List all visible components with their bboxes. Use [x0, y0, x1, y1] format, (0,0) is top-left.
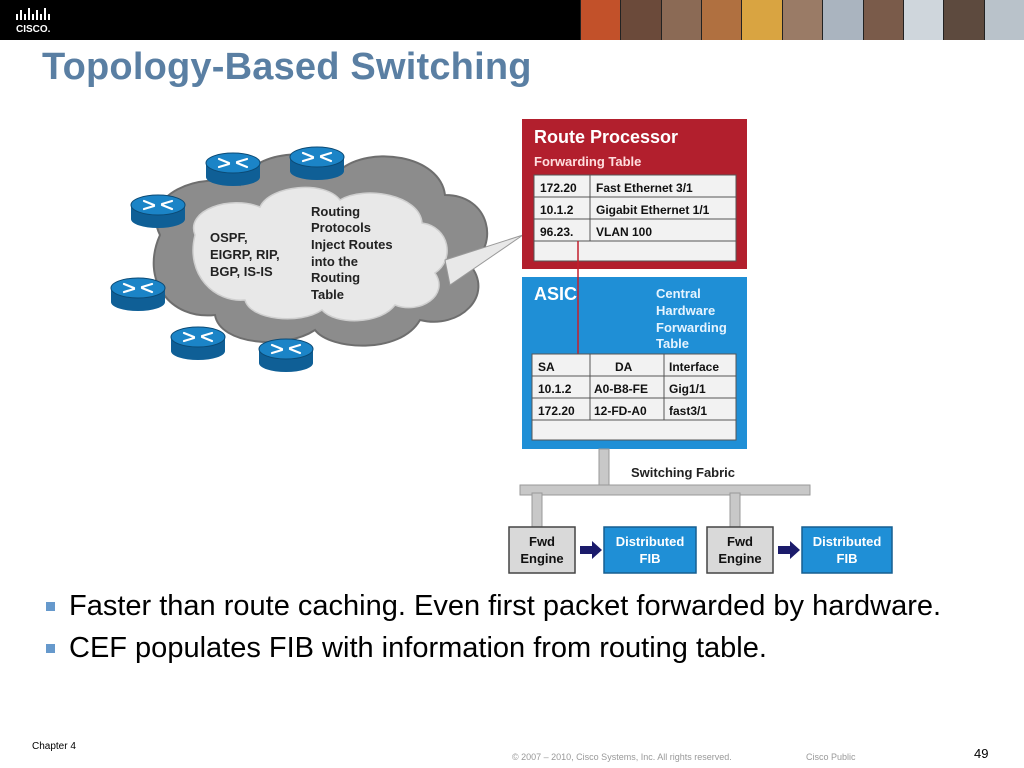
fwd-table-cell: 96.23. [540, 225, 573, 239]
photo-tile [983, 0, 1024, 40]
asic-title: ASIC [534, 284, 577, 304]
asic-table-cell: 172.20 [538, 404, 575, 418]
cloud-protocol-line: EIGRP, RIP, [210, 247, 280, 262]
cloud-note-line: Protocols [311, 220, 371, 235]
photo-tile [862, 0, 903, 40]
photo-tile [781, 0, 823, 40]
photo-strip [580, 0, 1024, 40]
asic-caption-line: Central [656, 286, 701, 301]
cloud-note-line: into the [311, 254, 358, 269]
distributed-fib-box: Distributed FIB [801, 526, 893, 574]
asic-table-header: Interface [669, 360, 719, 374]
bullet-text: Faster than route caching. Even first pa… [69, 590, 942, 622]
asic-table-header: SA [538, 360, 555, 374]
header-bar: CISCO. [0, 0, 1024, 40]
fwd-table-cell: 172.20 [540, 181, 577, 195]
footer-copyright: © 2007 – 2010, Cisco Systems, Inc. All r… [512, 752, 732, 762]
fwd-engine-box: Fwd Engine [706, 526, 774, 574]
cisco-logo-icon: CISCO. [16, 8, 51, 34]
photo-tile [620, 0, 661, 40]
photo-tile [701, 0, 742, 40]
distributed-fib-label: Distributed [813, 534, 882, 549]
switching-fabric [519, 448, 811, 528]
router-icon [110, 277, 166, 311]
cloud-note-line: Routing [311, 204, 360, 219]
distributed-fib-box: Distributed FIB [603, 526, 697, 574]
cloud-note-line: Table [311, 287, 344, 302]
cloud-protocol-line: OSPF, [210, 230, 248, 245]
cloud-note: Routing Protocols Inject Routes into the… [311, 204, 396, 302]
fwd-engine-label: Engine [718, 551, 761, 566]
photo-tile [822, 0, 863, 40]
router-icon [289, 146, 345, 180]
asic-table-cell: A0-B8-FE [594, 382, 648, 396]
bullet-square-icon [46, 644, 55, 653]
topology-diagram: OSPF, EIGRP, RIP, BGP, IS-IS Routing Pro… [110, 119, 893, 574]
bullet-list: Faster than route caching. Even first pa… [42, 588, 982, 672]
forwarding-table-label: Forwarding Table [534, 154, 641, 169]
cloud-protocol-line: BGP, IS-IS [210, 264, 273, 279]
arrow-icon [580, 541, 602, 559]
photo-tile [902, 0, 944, 40]
fwd-engine-label: Fwd [727, 534, 753, 549]
asic-table-header: DA [615, 360, 633, 374]
arrow-icon [778, 541, 800, 559]
asic-caption: Central Hardware Forwarding Table [656, 286, 730, 351]
bullet-text: CEF populates FIB with information from … [69, 632, 767, 664]
fwd-engine-label: Fwd [529, 534, 555, 549]
fwd-engine-label: Engine [520, 551, 563, 566]
router-icon [258, 338, 314, 372]
photo-tile [741, 0, 782, 40]
asic-caption-line: Table [656, 336, 689, 351]
bullet-item: CEF populates FIB with information from … [42, 630, 982, 666]
asic-table-cell: 10.1.2 [538, 382, 572, 396]
distributed-fib-label: FIB [837, 551, 858, 566]
bullet-square-icon [46, 602, 55, 611]
fwd-table-cell: VLAN 100 [596, 225, 652, 239]
asic-table-cell: fast3/1 [669, 404, 707, 418]
asic-table-cell: Gig1/1 [669, 382, 706, 396]
router-icon [170, 326, 226, 360]
bullet-item: Faster than route caching. Even first pa… [42, 588, 982, 624]
photo-tile [660, 0, 702, 40]
fwd-engine-box: Fwd Engine [508, 526, 576, 574]
cloud-protocols: OSPF, EIGRP, RIP, BGP, IS-IS [210, 230, 283, 279]
asic-table: SA DA Interface 10.1.2 A0-B8-FE Gig1/1 1… [531, 353, 737, 441]
router-icons [110, 146, 345, 372]
routing-cloud [152, 153, 524, 347]
router-icon [205, 152, 261, 186]
fwd-table-cell: Fast Ethernet 3/1 [596, 181, 693, 195]
fwd-table-cell: 10.1.2 [540, 203, 574, 217]
forwarding-table: 172.20 Fast Ethernet 3/1 10.1.2 Gigabit … [533, 174, 737, 262]
cloud-note-line: Inject Routes [311, 237, 393, 252]
route-processor-title: Route Processor [534, 127, 678, 147]
slide-title: Topology-Based Switching [42, 46, 532, 88]
asic-table-cell: 12-FD-A0 [594, 404, 647, 418]
logo-text: CISCO. [16, 24, 51, 34]
footer-chapter: Chapter 4 [32, 741, 76, 752]
photo-tile [943, 0, 984, 40]
photo-tile [580, 0, 621, 40]
distributed-fib-label: Distributed [616, 534, 685, 549]
cloud-note-line: Routing [311, 270, 360, 285]
router-icon [130, 194, 186, 228]
page-number: 49 [974, 746, 989, 761]
switching-fabric-label: Switching Fabric [631, 465, 735, 480]
distributed-fib-label: FIB [640, 551, 661, 566]
asic-caption-line: Hardware [656, 303, 715, 318]
asic-caption-line: Forwarding [656, 320, 727, 335]
fwd-table-cell: Gigabit Ethernet 1/1 [596, 203, 710, 217]
footer-classification: Cisco Public [806, 752, 856, 762]
